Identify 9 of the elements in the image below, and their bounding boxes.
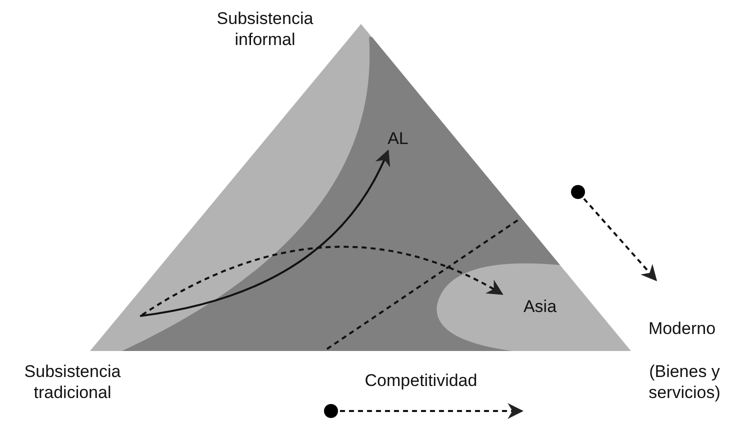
vertex-label: Subsistencia informal [216,8,314,50]
vertex-label: Subsistencia tradicional [23,361,122,403]
axis-label: Competitividad [364,370,478,391]
arrow [141,246,504,316]
arrow [140,150,390,317]
point-label: AL [380,128,416,149]
point-label: Asia [515,296,565,317]
vertex-label: Moderno [647,318,717,339]
axis-note: (Bienes y servicios) [648,361,722,403]
